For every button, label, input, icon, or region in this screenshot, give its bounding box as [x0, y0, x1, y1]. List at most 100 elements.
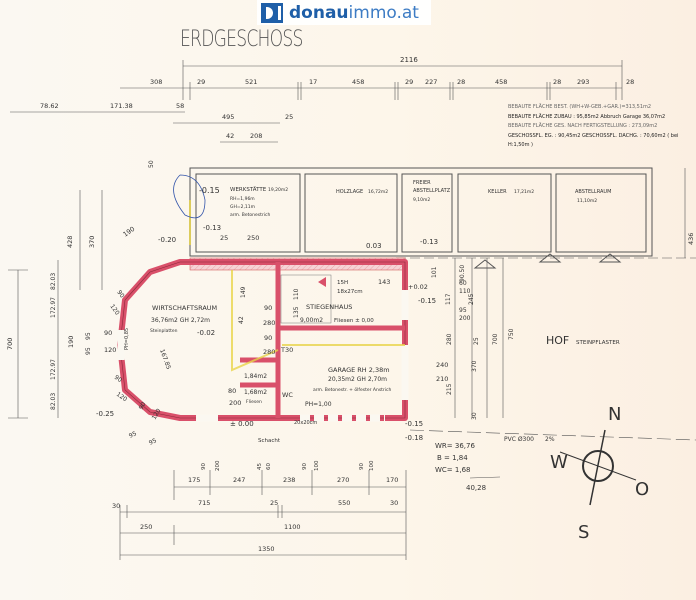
dim-label: 78.62	[40, 102, 59, 110]
dim-label: 90	[115, 289, 125, 299]
plan-label: T30	[280, 346, 293, 354]
dim-label: 238	[283, 476, 295, 484]
dim-label: 58	[176, 102, 184, 110]
dim-label: 200	[459, 315, 471, 322]
dim-label: 245	[468, 293, 475, 305]
dim-label: 30	[112, 502, 120, 510]
dim-label: 30	[390, 499, 398, 507]
plan-label: 20,35m2 GH 2,70m	[328, 376, 387, 383]
room-name: STEINPFLASTER	[576, 340, 620, 346]
level-marker: -0.25	[96, 410, 114, 418]
dim-label: 25	[473, 337, 480, 345]
dim-label: 120	[151, 407, 163, 421]
level-marker: -0.15	[199, 186, 220, 195]
dim-label: 550	[338, 499, 350, 507]
dim-label: 42	[226, 132, 234, 140]
dim-label: 200	[229, 399, 241, 407]
dim-label: 495	[222, 113, 234, 121]
dim-label: 247	[233, 476, 245, 484]
dim-label: 42	[238, 316, 245, 324]
dim-label: 171.38	[110, 102, 133, 110]
dim-label: 190	[122, 225, 137, 239]
dim-label: 458	[495, 78, 507, 86]
dim-label: 280	[446, 333, 453, 345]
plan-label: 20x20cm	[294, 420, 317, 426]
dim-label: 25	[270, 499, 278, 507]
room-name: ABSTELLRAUM	[575, 189, 611, 195]
dim-label: 25	[285, 113, 293, 121]
logo-text-light: immo.at	[348, 2, 419, 23]
dim-label: 270	[337, 476, 349, 484]
handwritten-note: B = 1,84	[437, 454, 468, 462]
dim-label: 436	[687, 233, 695, 245]
area-line: BEBAUTE FLÄCHE ZUBAU : 95,85m2 Abbruch G…	[508, 113, 666, 120]
dim-label: 458	[352, 78, 364, 86]
compass-icon	[559, 429, 637, 506]
dim-label: 110	[459, 288, 471, 295]
plan-label: Fliesen ± 0,00	[334, 318, 374, 324]
level-marker: -0.02	[197, 329, 215, 337]
area-line: BEBAUTE FLÄCHE BEST. (WH+W-GEB.+GAR.)=31…	[508, 104, 652, 110]
dim-label: 29	[197, 78, 205, 86]
plan-label: 16,72m2	[368, 189, 388, 195]
room-name: KELLER	[488, 189, 507, 195]
level-marker: PH=0,85	[124, 328, 130, 350]
level-marker: -0.13	[203, 224, 221, 232]
level-marker: -0.18	[405, 434, 423, 442]
level-marker: -0.20	[158, 236, 176, 244]
room-name: HOF	[546, 334, 569, 347]
dim-label: 95	[85, 332, 92, 340]
dim-label: 100	[314, 460, 320, 471]
dim-label: 715	[198, 499, 210, 507]
dim-label: 175	[188, 476, 200, 484]
logo-text-bold: donau	[289, 2, 349, 23]
area-summary: BEBAUTE FLÄCHE BEST. (WH+W-GEB.+GAR.)=31…	[508, 103, 696, 151]
dim-label: 293	[577, 78, 589, 86]
dim-label: 90	[264, 304, 272, 312]
dim-label: 100	[369, 460, 375, 471]
dim-label: 170	[386, 476, 398, 484]
dim-label: 700	[492, 333, 499, 345]
dim-label: 2116	[400, 56, 418, 64]
plan-label: 18x27cm	[337, 289, 363, 295]
plan-label: 15H	[337, 280, 348, 286]
handwritten-note: 40,28	[466, 484, 486, 492]
dim-label: 90	[201, 463, 207, 470]
plan-label: arm. Betonestr. + ölfester Anstrich	[313, 387, 392, 393]
dim-label: 428	[66, 236, 74, 248]
dim-label: 28	[457, 78, 465, 86]
dim-label: 29	[405, 78, 413, 86]
dim-label: 95	[459, 307, 467, 314]
dim-label: 101	[431, 266, 438, 278]
plan-label: 1,68m2	[244, 389, 267, 396]
dim-label: 370	[471, 360, 478, 372]
room-name: STIEGENHAUS	[306, 303, 352, 311]
compass-east: O	[635, 479, 649, 500]
room-name: FREIER	[413, 180, 431, 186]
dim-label: 280	[263, 319, 275, 327]
room-name: GARAGE RH 2,38m	[328, 366, 390, 374]
dim-label: 208	[250, 132, 262, 140]
dim-label: 82.03	[50, 393, 57, 410]
dim-label: 45	[257, 463, 263, 470]
plan-label: Steinplatten	[150, 328, 178, 334]
dim-label: 60	[459, 280, 467, 287]
room-name: ABSTELLPLATZ	[413, 188, 451, 194]
level-marker: +0.02	[408, 283, 428, 291]
room-name: HOLZLAGE	[336, 189, 363, 195]
dim-label: 90.50	[459, 265, 466, 282]
dim-label: 90	[264, 334, 272, 342]
plan-label: PVC Ø300	[504, 436, 534, 443]
dim-label: 172.97	[50, 297, 57, 318]
plan-label: Fliesen	[246, 399, 262, 405]
plan-label: 11,10m2	[577, 198, 597, 204]
level-marker: ± 0.00	[230, 420, 254, 428]
dim-label: 60	[266, 463, 272, 470]
dim-label: 250	[140, 523, 152, 531]
dim-label: 700	[6, 338, 14, 350]
dim-label: 28	[553, 78, 561, 86]
level-marker: -0.15	[418, 297, 436, 305]
handwritten-note: WR= 36,76	[435, 442, 475, 450]
